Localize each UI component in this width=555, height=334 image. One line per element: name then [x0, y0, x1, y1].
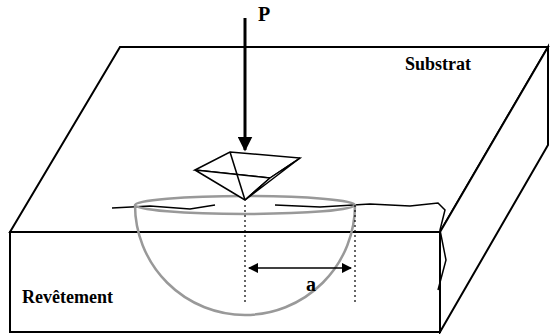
dimension-arrow [249, 267, 351, 269]
vickers-indenter [195, 152, 300, 200]
dimension-guide [354, 205, 355, 305]
layer-label: Substrat [405, 55, 471, 73]
side-face [440, 47, 548, 332]
load-arrow [244, 18, 247, 150]
load-label: P [258, 4, 270, 24]
dimension-guide [244, 205, 245, 305]
radial-crack [135, 205, 355, 315]
front-face [10, 232, 440, 332]
dimension-label: a [306, 274, 316, 294]
layer-label: Revêtement [22, 288, 113, 306]
